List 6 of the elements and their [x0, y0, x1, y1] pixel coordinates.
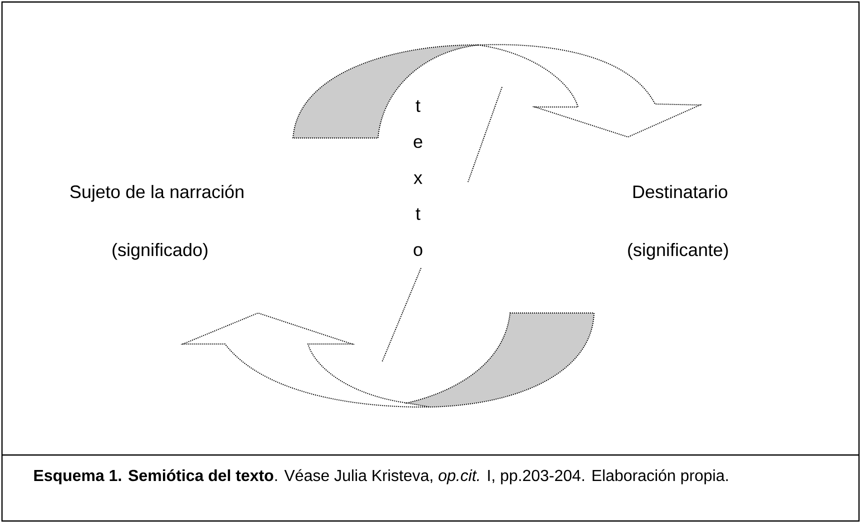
recipient-label: Destinatario	[633, 184, 728, 198]
subject-label: (significado)	[112, 242, 208, 260]
vertical-text: texto	[414, 100, 422, 256]
subject-label: Sujeto de la narración	[70, 184, 244, 202]
caption-text: Esquema 1. Semiótica del texto. Véase Julia Kristeva, op.cit. I, pp.203-204. Elaboración propia.	[34, 469, 728, 484]
recipient-label: (significante)	[628, 242, 728, 260]
